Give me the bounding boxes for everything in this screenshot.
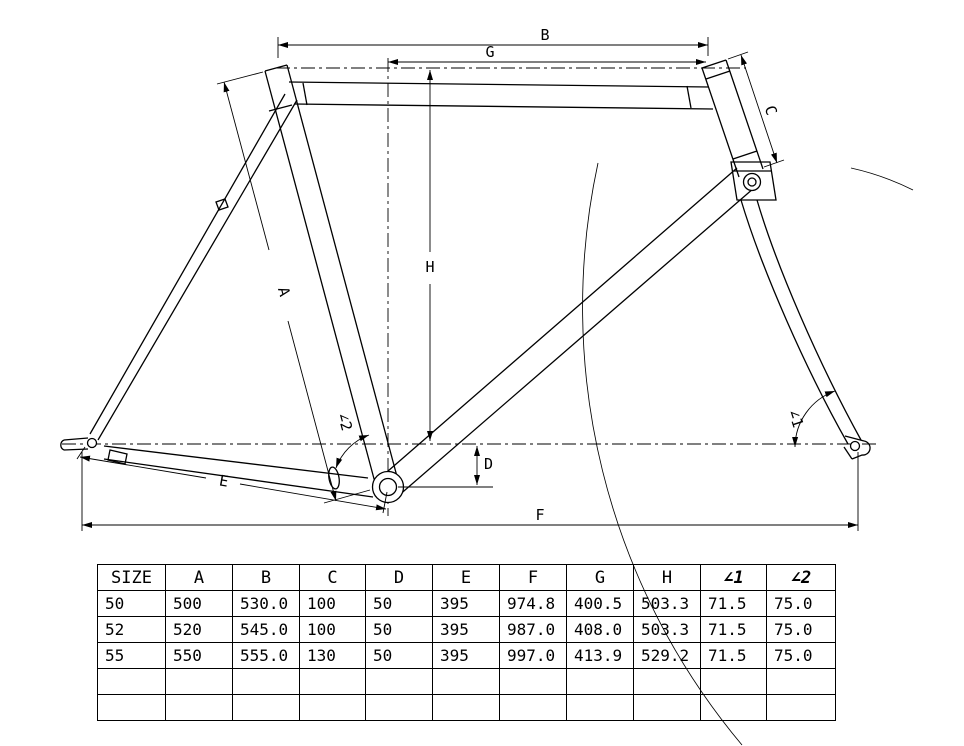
dim-label-h: H xyxy=(425,258,434,276)
table-cell: 520 xyxy=(165,616,233,643)
table-row-size-55: 55 550 555.0 130 50 395 997.0 413.9 529.… xyxy=(97,642,836,669)
table-cell: 413.9 xyxy=(566,642,634,669)
table-cell xyxy=(633,694,701,721)
table-cell xyxy=(97,694,166,721)
table-cell: 500 xyxy=(165,590,233,617)
table-cell: 550 xyxy=(165,642,233,669)
table-cell: 71.5 xyxy=(700,642,767,669)
seatstay-bridge xyxy=(215,198,229,211)
table-cell xyxy=(700,694,767,721)
table-row-empty xyxy=(97,668,836,695)
brake-hole xyxy=(742,172,762,192)
table-cell xyxy=(232,694,300,721)
geometry-table: SIZE A B C D E F G H ∠1 ∠2 50 500 530.0 … xyxy=(97,564,836,721)
table-cell: 987.0 xyxy=(499,616,567,643)
table-cell: 55 xyxy=(97,642,166,669)
table-cell: 503.3 xyxy=(633,590,701,617)
table-cell xyxy=(299,694,366,721)
table-cell xyxy=(499,668,567,695)
front-dropout xyxy=(843,435,871,460)
header-angle1: ∠1 xyxy=(700,564,767,591)
table-header-row: SIZE A B C D E F G H ∠1 ∠2 xyxy=(97,564,836,591)
rear-axle xyxy=(86,437,98,449)
table-cell: 408.0 xyxy=(566,616,634,643)
dimension-labels: B G C A H D E F ∠1 ∠2 xyxy=(218,26,807,524)
table-cell xyxy=(97,668,166,695)
rear-dropout xyxy=(60,437,128,465)
table-cell: 130 xyxy=(299,642,366,669)
header-b: B xyxy=(232,564,300,591)
header-c: C xyxy=(299,564,366,591)
table-cell: 395 xyxy=(432,590,500,617)
table-cell: 52 xyxy=(97,616,166,643)
table-cell xyxy=(365,668,433,695)
dim-label-e: E xyxy=(218,471,230,490)
table-cell: 50 xyxy=(97,590,166,617)
dim-label-c: C xyxy=(761,103,781,117)
header-g: G xyxy=(566,564,634,591)
header-a: A xyxy=(165,564,233,591)
dim-label-b: B xyxy=(540,26,549,44)
table-cell xyxy=(232,668,300,695)
table-cell: 75.0 xyxy=(766,642,836,669)
header-size: SIZE xyxy=(97,564,166,591)
table-cell xyxy=(700,668,767,695)
dim-label-d: D xyxy=(484,455,493,473)
dim-label-angle2: ∠2 xyxy=(334,411,356,433)
table-cell: 71.5 xyxy=(700,616,767,643)
header-angle2: ∠2 xyxy=(766,564,836,591)
table-cell: 529.2 xyxy=(633,642,701,669)
dim-label-a: A xyxy=(274,285,294,298)
fork-crown xyxy=(730,161,777,201)
bottom-bracket xyxy=(371,470,405,504)
table-cell: 503.3 xyxy=(633,616,701,643)
dim-label-g: G xyxy=(485,43,494,61)
table-row-size-52: 52 520 545.0 100 50 395 987.0 408.0 503.… xyxy=(97,616,836,643)
table-cell: 530.0 xyxy=(232,590,300,617)
chainstay-bridge xyxy=(328,466,340,490)
table-cell xyxy=(766,694,836,721)
table-cell xyxy=(566,668,634,695)
table-cell xyxy=(766,668,836,695)
table-row-size-50: 50 500 530.0 100 50 395 974.8 400.5 503.… xyxy=(97,590,836,617)
table-cell: 400.5 xyxy=(566,590,634,617)
table-cell: 71.5 xyxy=(700,590,767,617)
front-axle xyxy=(849,440,861,452)
table-cell xyxy=(165,668,233,695)
table-cell xyxy=(165,694,233,721)
table-cell: 75.0 xyxy=(766,616,836,643)
table-cell: 100 xyxy=(299,616,366,643)
dimension-lines xyxy=(76,37,859,531)
header-d: D xyxy=(365,564,433,591)
table-row-empty xyxy=(97,694,836,721)
table-cell xyxy=(432,668,500,695)
table-cell: 50 xyxy=(365,616,433,643)
fork-assembly xyxy=(730,161,862,445)
table-cell: 50 xyxy=(365,642,433,669)
table-cell: 395 xyxy=(432,642,500,669)
frame-tubes xyxy=(89,59,764,504)
table-cell: 974.8 xyxy=(499,590,567,617)
table-cell xyxy=(365,694,433,721)
table-cell: 75.0 xyxy=(766,590,836,617)
table-cell: 395 xyxy=(432,616,500,643)
table-cell: 50 xyxy=(365,590,433,617)
header-h: H xyxy=(633,564,701,591)
table-cell: 555.0 xyxy=(232,642,300,669)
table-cell xyxy=(432,694,500,721)
table-cell xyxy=(633,668,701,695)
dim-label-f: F xyxy=(535,506,544,524)
table-cell xyxy=(566,694,634,721)
table-cell: 100 xyxy=(299,590,366,617)
table-cell: 545.0 xyxy=(232,616,300,643)
centerlines xyxy=(62,58,878,516)
table-cell xyxy=(499,694,567,721)
table-cell xyxy=(299,668,366,695)
header-f: F xyxy=(499,564,567,591)
table-cell: 997.0 xyxy=(499,642,567,669)
dim-label-angle1: ∠1 xyxy=(784,407,807,430)
header-e: E xyxy=(432,564,500,591)
